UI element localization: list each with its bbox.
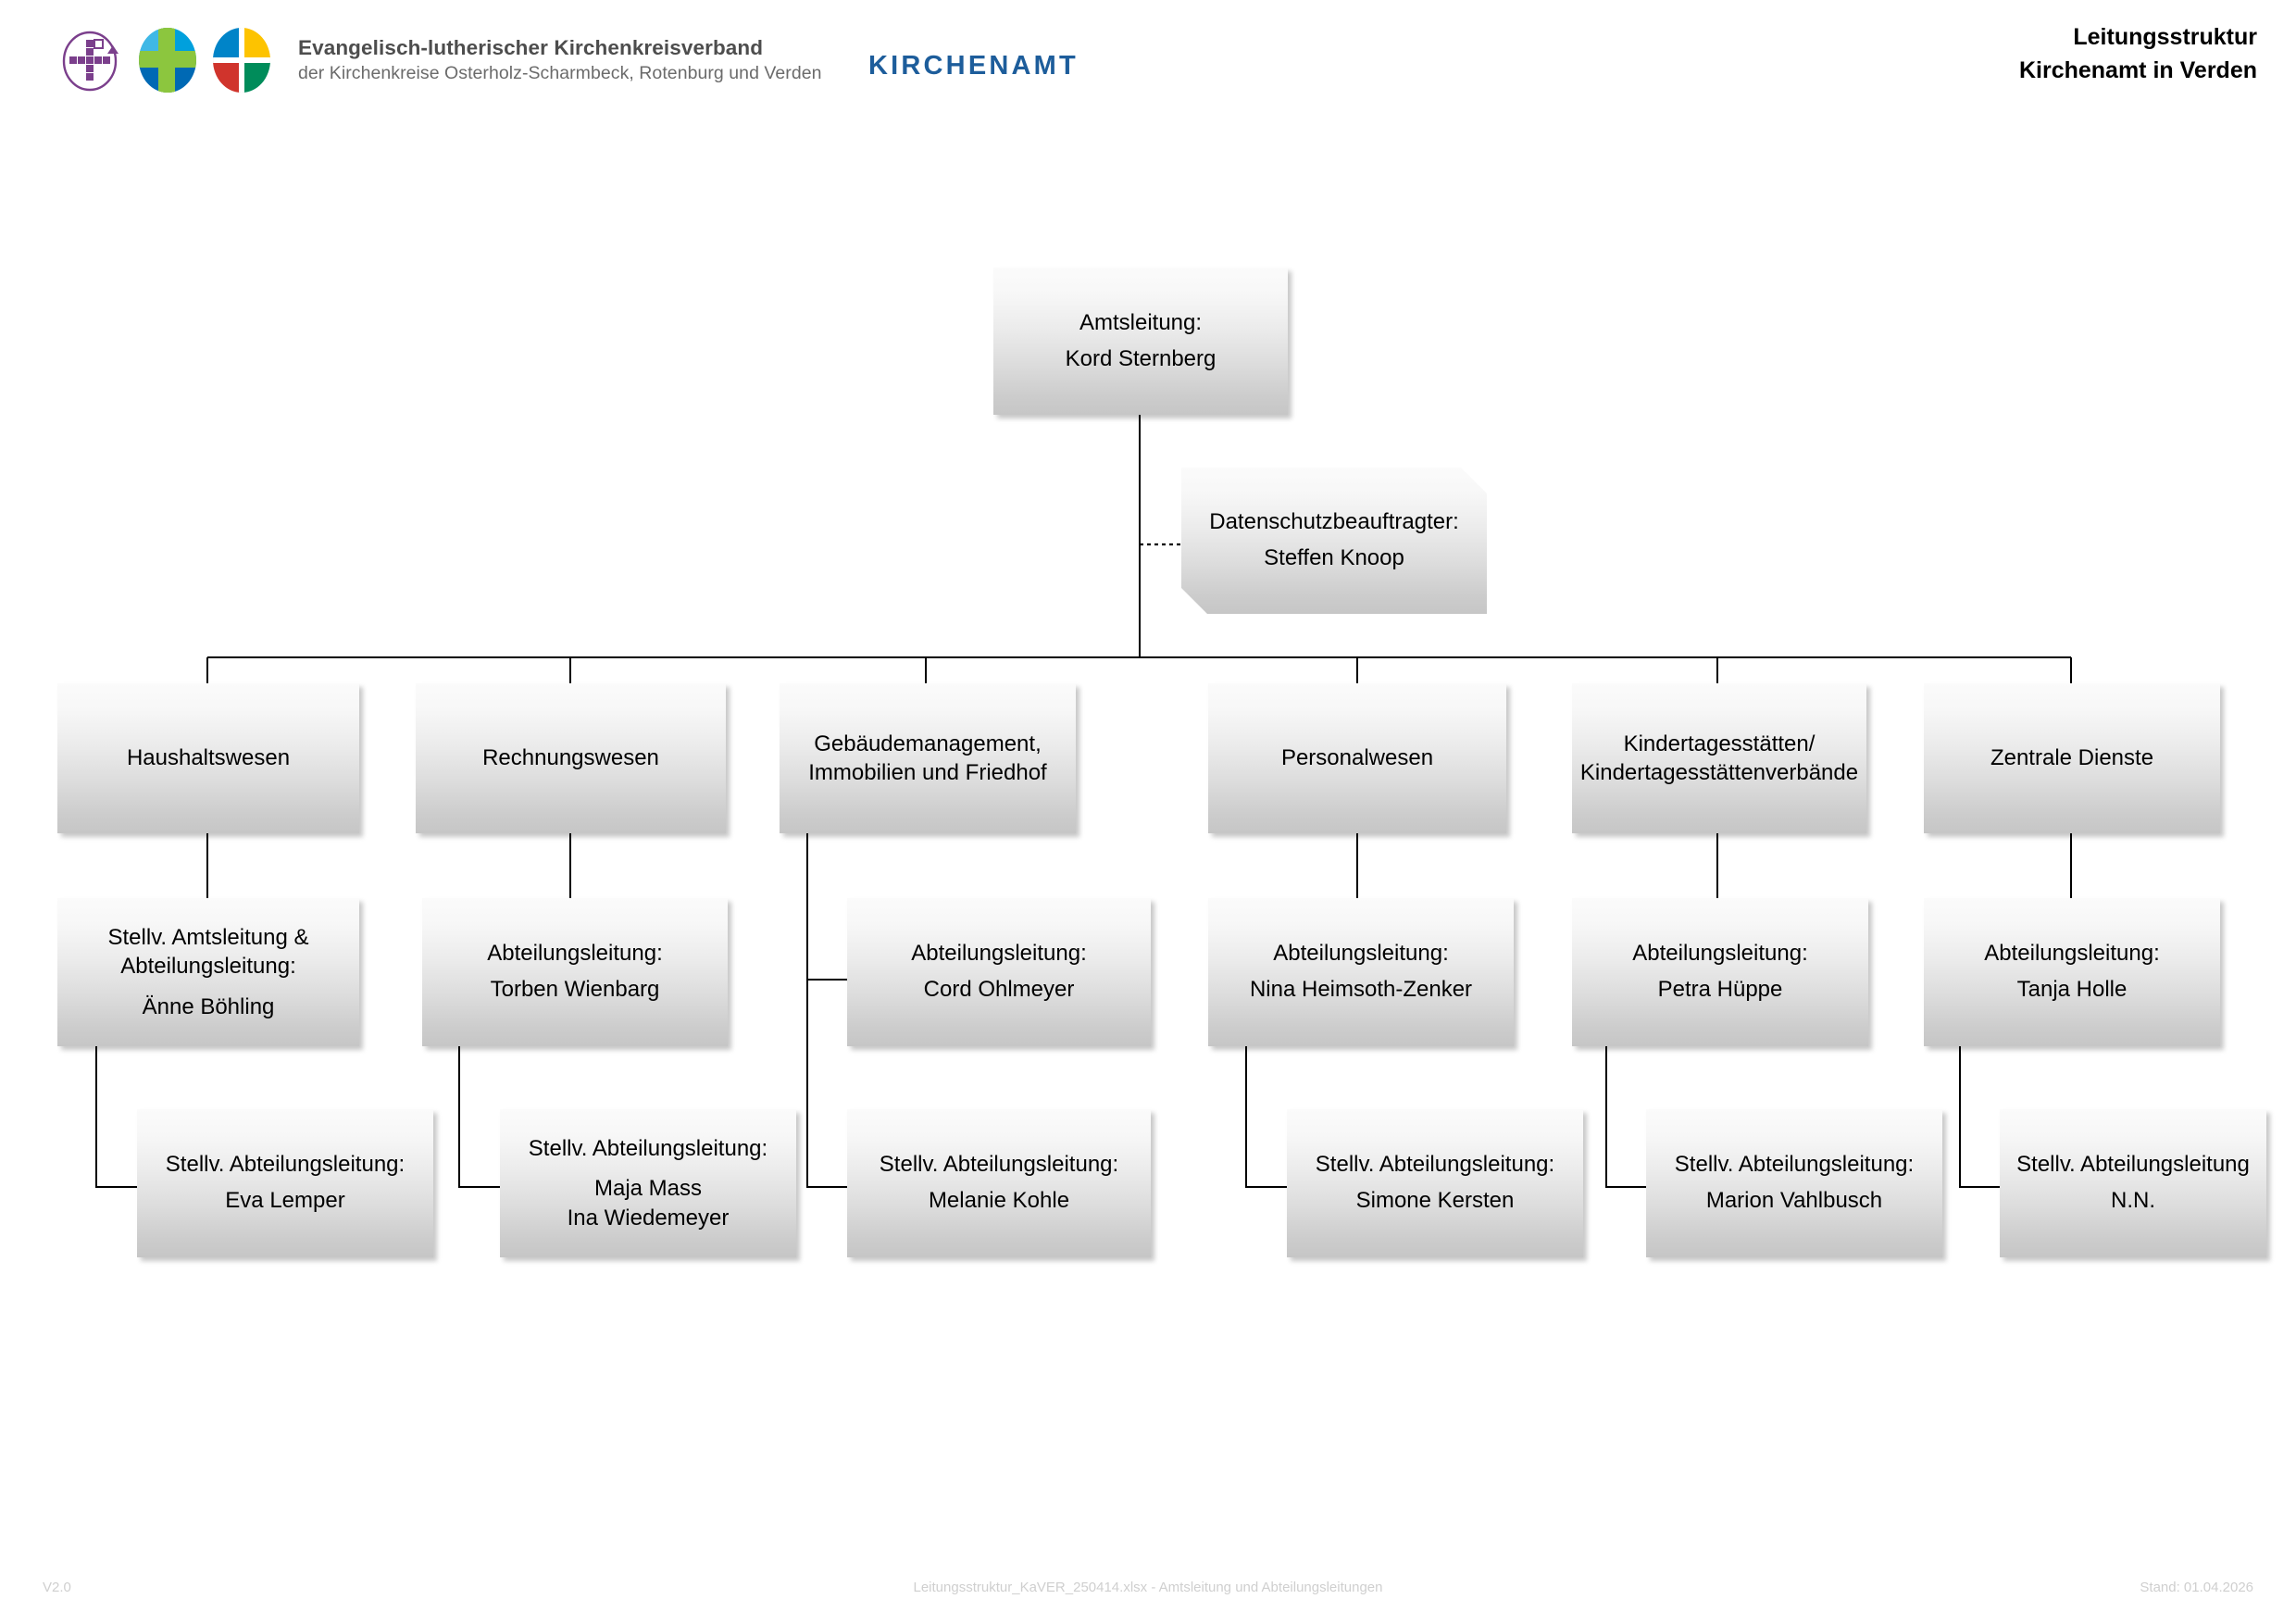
node-line: Amtsleitung: (1079, 309, 1203, 335)
node-lead-zentrale-dienste[interactable]: Abteilungsleitung: Tanja Holle (1924, 898, 2220, 1046)
node-line: Abteilungsleitung: (487, 941, 663, 967)
node-line: N.N. (2111, 1188, 2155, 1213)
node-deputy-haushaltswesen[interactable]: Stellv. Abteilungsleitung: Eva Lemper (137, 1109, 433, 1257)
node-personalwesen[interactable]: Personalwesen (1208, 683, 1506, 833)
node-line: Kindertagesstättenverbände (1579, 760, 1859, 785)
node-deputy-gebaeudemanagement[interactable]: Stellv. Abteilungsleitung: Melanie Kohle (847, 1109, 1151, 1257)
footer-source: Leitungsstruktur_KaVER_250414.xlsx - Amt… (913, 1580, 1383, 1595)
connector-deputy-rechnungswesen (457, 1046, 500, 1189)
node-line: Abteilungsleitung: (120, 954, 296, 980)
node-line: Stellv. Amtsleitung & (107, 925, 309, 951)
kirchenamt-wordmark: KIRCHENAMT (868, 51, 1079, 81)
node-line: Tanja Holle (2016, 977, 2128, 1002)
node-deputy-rechnungswesen[interactable]: Stellv. Abteilungsleitung: Maja Mass Ina… (500, 1109, 796, 1257)
node-line: Abteilungsleitung: (1984, 941, 2160, 967)
node-amtsleitung[interactable]: Amtsleitung: Kord Sternberg (993, 268, 1288, 415)
node-datenschutzbeauftragter[interactable]: Datenschutzbeauftragter: Steffen Knoop (1181, 468, 1487, 614)
node-line: Simone Kersten (1355, 1188, 1515, 1213)
node-line: Immobilien und Friedhof (808, 760, 1047, 785)
node-deputy-personalwesen[interactable]: Stellv. Abteilungsleitung: Simone Kerste… (1287, 1109, 1583, 1257)
node-line: Stellv. Abteilungsleitung: (528, 1136, 768, 1162)
node-lead-haushaltswesen[interactable]: Stellv. Amtsleitung & Abteilungsleitung:… (57, 898, 359, 1046)
node-line: Eva Lemper (225, 1188, 345, 1213)
node-line: Stellv. Abteilungsleitung: (879, 1152, 1119, 1178)
connector-deputy-zentrale-dienste (1958, 1046, 2000, 1189)
node-haushaltswesen[interactable]: Haushaltswesen (57, 683, 359, 833)
node-line: Ina Wiedemeyer (567, 1205, 730, 1230)
node-rechnungswesen[interactable]: Rechnungswesen (416, 683, 726, 833)
node-gebaeudemanagement[interactable]: Gebäudemanagement, Immobilien und Friedh… (780, 683, 1076, 833)
node-line: Änne Böhling (142, 993, 275, 1019)
node-line: Stellv. Abteilungsleitung: (1674, 1152, 1915, 1178)
footer-date: Stand: 01.04.2026 (2140, 1580, 2253, 1595)
four-color-quartered-oval-logo-icon (213, 28, 270, 93)
node-line: Stellv. Abteilungsleitung: (165, 1152, 406, 1178)
node-line: Stellv. Abteilungsleitung: (1315, 1152, 1555, 1178)
node-line: Maja Mass (593, 1176, 703, 1202)
node-lead-rechnungswesen[interactable]: Abteilungsleitung: Torben Wienbarg (422, 898, 728, 1046)
connector-deputy-gebaeudemanagement (805, 980, 847, 1189)
node-kindertagesstaetten[interactable]: Kindertagesstätten/ Kindertagesstättenve… (1572, 683, 1866, 833)
page-footer: V2.0 Leitungsstruktur_KaVER_250414.xlsx … (0, 1568, 2296, 1624)
node-line: Marion Vahlbusch (1705, 1188, 1883, 1213)
connector-deputy-kindertagesstaetten (1604, 1046, 1646, 1189)
node-line: Abteilungsleitung: (911, 941, 1087, 967)
node-lead-personalwesen[interactable]: Abteilungsleitung: Nina Heimsoth-Zenker (1208, 898, 1514, 1046)
organization-logo-group: Evangelisch-lutherischer Kirchenkreisver… (56, 26, 822, 94)
organization-name-line2: der Kirchenkreise Osterholz-Scharmbeck, … (298, 62, 822, 83)
page-title-line2: Kirchenamt in Verden (2018, 57, 2257, 84)
node-line: Melanie Kohle (928, 1188, 1070, 1213)
node-lead-gebaeudemanagement[interactable]: Abteilungsleitung: Cord Ohlmeyer (847, 898, 1151, 1046)
node-line: Kindertagesstätten/ (1623, 731, 1816, 756)
purple-cross-circle-logo-icon (62, 31, 119, 92)
green-blue-cross-oval-logo-icon (139, 28, 196, 93)
node-line: Torben Wienbarg (490, 977, 660, 1002)
node-line: Zentrale Dienste (1990, 744, 2154, 770)
node-line: Rechnungswesen (482, 744, 659, 770)
node-line: Stellv. Abteilungsleitung (2016, 1152, 2250, 1178)
page-title-line1: Leitungsstruktur (2073, 24, 2257, 50)
node-deputy-zentrale-dienste[interactable]: Stellv. Abteilungsleitung N.N. (2000, 1109, 2266, 1257)
node-line: Steffen Knoop (1264, 545, 1404, 570)
node-line: Abteilungsleitung: (1632, 941, 1808, 967)
node-line: Cord Ohlmeyer (923, 977, 1075, 1002)
node-line: Petra Hüppe (1657, 977, 1783, 1002)
page-header: Evangelisch-lutherischer Kirchenkreisver… (0, 0, 2296, 139)
footer-version: V2.0 (43, 1580, 71, 1595)
organization-name-line1: Evangelisch-lutherischer Kirchenkreisver… (298, 36, 764, 60)
node-line: Abteilungsleitung: (1273, 941, 1449, 967)
node-line: Kord Sternberg (1065, 345, 1217, 371)
node-lead-kindertagesstaetten[interactable]: Abteilungsleitung: Petra Hüppe (1572, 898, 1868, 1046)
node-line: Gebäudemanagement, (814, 731, 1042, 756)
connector-deputy-personalwesen (1244, 1046, 1287, 1189)
node-line: Nina Heimsoth-Zenker (1249, 977, 1473, 1002)
node-line: Personalwesen (1280, 744, 1434, 770)
organization-name: Evangelisch-lutherischer Kirchenkreisver… (298, 35, 822, 85)
node-line: Datenschutzbeauftragter: (1209, 509, 1459, 535)
connector-lead-gebaeudemanagement (805, 833, 847, 981)
node-text: Datenschutzbeauftragter: Steffen Knoop (1181, 468, 1487, 614)
node-line: Haushaltswesen (126, 744, 291, 770)
node-face (1181, 468, 1487, 614)
node-zentrale-dienste[interactable]: Zentrale Dienste (1924, 683, 2220, 833)
connector-deputy-haushaltswesen (94, 1046, 137, 1189)
node-deputy-kindertagesstaetten[interactable]: Stellv. Abteilungsleitung: Marion Vahlbu… (1646, 1109, 1942, 1257)
page-title: Leitungsstruktur Kirchenamt in Verden (2019, 20, 2257, 88)
